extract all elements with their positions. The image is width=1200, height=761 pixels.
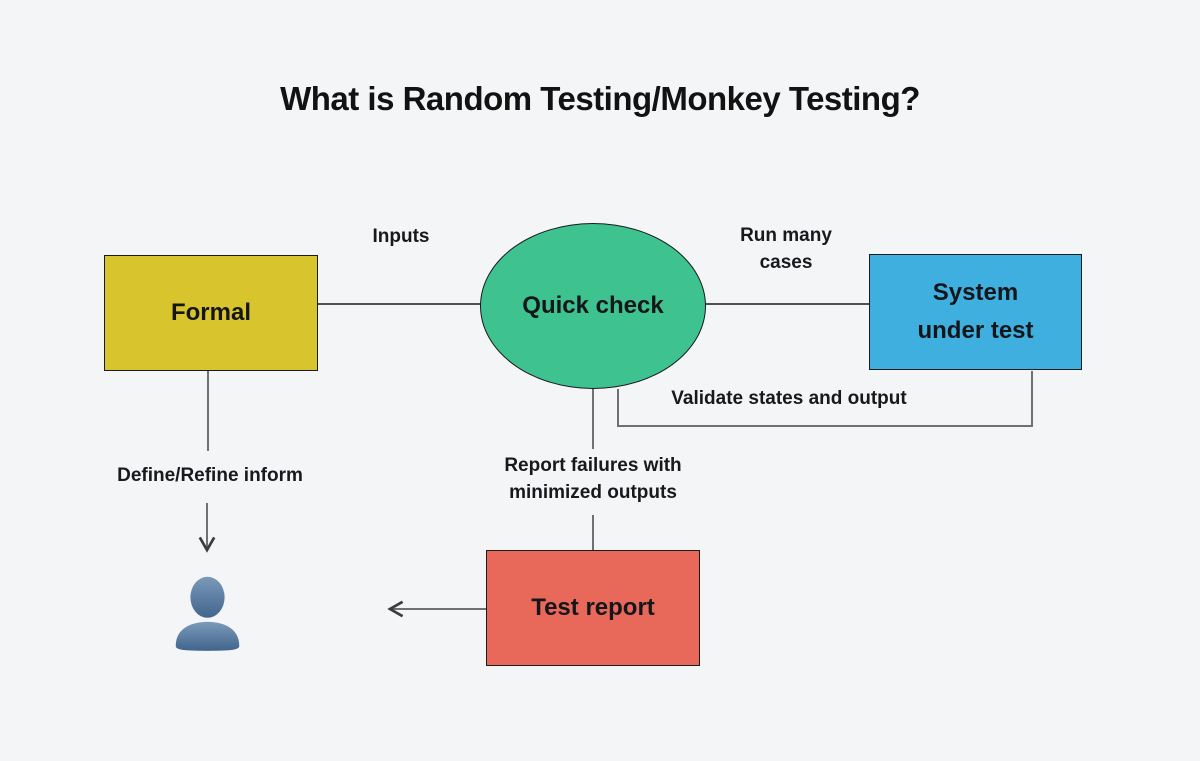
page-title: What is Random Testing/Monkey Testing? [280, 80, 920, 117]
edge-label-define-refine: Define/Refine inform [117, 465, 303, 486]
node-quick-check-label: Quick check [522, 291, 664, 319]
node-test-report: Test report [486, 550, 700, 666]
node-formal: Formal [104, 255, 318, 371]
edge-label-inputs: Inputs [372, 226, 430, 247]
user-icon [175, 576, 240, 651]
edge-label-run-many-cases: Run many cases [740, 225, 832, 273]
node-system-under-test: System under test [869, 254, 1082, 370]
node-system-under-test-label: System under test [917, 278, 1034, 344]
node-formal-label: Formal [170, 298, 251, 326]
edge-label-validate-states: Validate states and output [671, 388, 907, 409]
node-test-report-label: Test report [531, 593, 655, 621]
edge-label-report-failures: Report failures with minimized outputs [504, 455, 682, 503]
node-quick-check: Quick check [480, 223, 706, 389]
